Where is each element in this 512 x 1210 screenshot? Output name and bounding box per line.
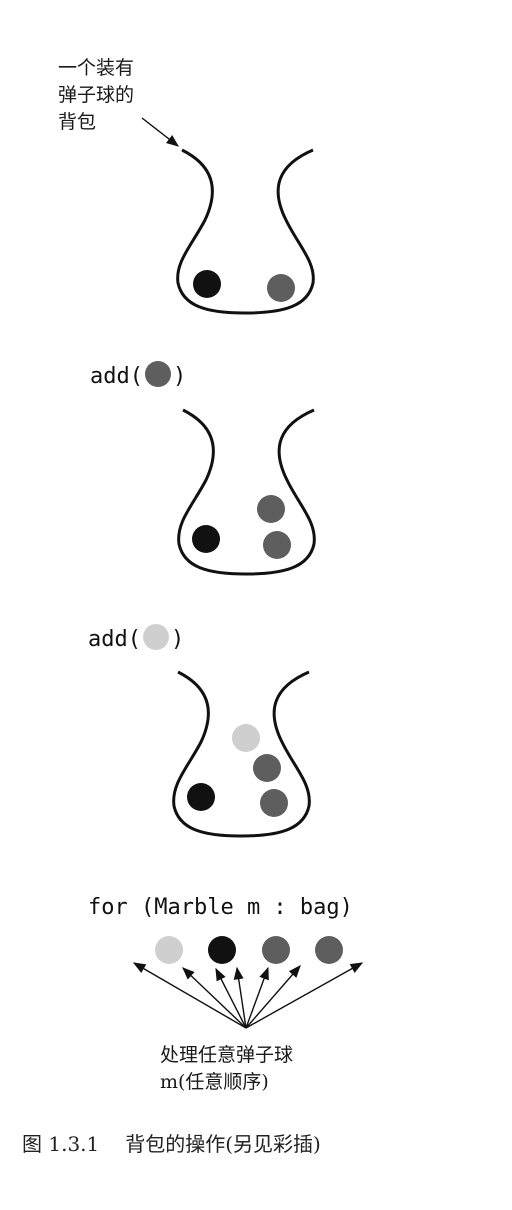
process-arrow-2 [182,967,247,1029]
bag-2-marble-mid-1 [257,495,285,523]
figure-caption-text: 背包的操作(另见彩插) [125,1132,321,1156]
loop-marble-2 [208,936,236,964]
process-label-line-2: m(任意顺序) [160,1071,269,1093]
loop-marble-1 [155,936,183,964]
add-operation-1: add() [90,361,186,389]
loop-marble-4 [315,936,343,964]
add-op2-marble [143,624,169,650]
process-arrow-6 [245,965,301,1029]
add-op1-name: add [90,364,130,389]
bag-3-marble-mid-2 [260,789,288,817]
bag-label-line-3: 背包 [58,111,97,133]
figure-number: 图 1.3.1 [22,1132,100,1156]
bag-label-line-1: 一个装有 [58,57,135,79]
bag-1 [176,148,315,315]
process-arrow-4 [233,966,247,1029]
figure-caption: 图 1.3.1 背包的操作(另见彩插) [22,1128,321,1157]
bag-2 [177,408,316,576]
add-op2-name: add [88,627,128,652]
bag-3-marble-light [232,724,260,752]
bag-1-marble-mid [267,274,295,302]
process-label-line-1: 处理任意弹子球 [160,1044,294,1066]
add-op1-marble [145,361,171,387]
bag-3-marble-mid-1 [253,754,281,782]
bag-1-marble-dark [193,270,221,298]
process-arrow-3 [215,967,247,1029]
process-arrows [132,962,364,1029]
process-label: 处理任意弹子球 m(任意顺序) [160,1042,293,1096]
bag-label: 一个装有 弹子球的 背包 [58,55,134,136]
bag-label-line-2: 弹子球的 [58,84,135,106]
bag-3 [172,670,311,838]
add-operation-2: add() [88,624,184,652]
process-arrow-1 [132,962,247,1029]
bag-2-marble-mid-2 [263,531,291,559]
label-pointer-arrow [141,117,179,147]
process-arrow-7 [245,962,364,1029]
process-arrow-5 [245,966,269,1029]
loop-code: for (Marble m : bag) [88,895,353,920]
bag-3-marble-dark [187,783,215,811]
loop-marble-3 [262,936,290,964]
bag-2-marble-dark [192,525,220,553]
